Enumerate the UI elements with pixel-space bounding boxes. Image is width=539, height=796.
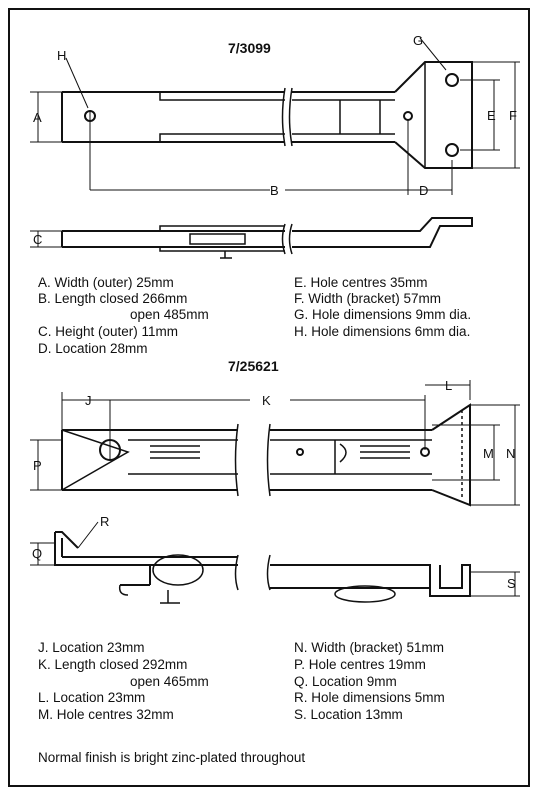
slide-7-3099-side-view bbox=[30, 217, 473, 259]
label-e: E bbox=[487, 108, 496, 123]
spec-item: B. Length closed 266mm bbox=[38, 291, 188, 306]
spec-item: Q. Location 9mm bbox=[294, 674, 397, 689]
spec-item: H. Hole dimensions 6mm dia. bbox=[294, 324, 471, 339]
label-c: C bbox=[33, 232, 42, 247]
slide-7-3099-top-view bbox=[61, 61, 473, 169]
label-q: Q bbox=[32, 546, 42, 561]
label-l: L bbox=[445, 378, 452, 393]
label-s: S bbox=[507, 576, 516, 591]
label-a: A bbox=[33, 110, 42, 125]
slide-7-25621-side-view bbox=[30, 521, 520, 604]
spec-item: R. Hole dimensions 5mm bbox=[294, 690, 445, 705]
dimensions-7-25621 bbox=[30, 380, 520, 506]
label-n: N bbox=[506, 446, 515, 461]
spec-item: S. Location 13mm bbox=[294, 707, 403, 722]
product-code-title: 7/3099 bbox=[228, 40, 271, 56]
label-m: M bbox=[483, 446, 494, 461]
label-b: B bbox=[270, 183, 279, 198]
label-d: D bbox=[419, 183, 428, 198]
label-p: P bbox=[33, 458, 42, 473]
label-k: K bbox=[262, 393, 271, 408]
dimensions-7-3099 bbox=[30, 37, 520, 195]
label-g: G bbox=[413, 33, 423, 48]
spec-item: J. Location 23mm bbox=[38, 640, 145, 655]
spec-item: G. Hole dimensions 9mm dia. bbox=[294, 307, 472, 322]
hole-g-top bbox=[445, 73, 459, 87]
spec-item: D. Location 28mm bbox=[38, 341, 148, 356]
hole-g-bottom bbox=[445, 143, 459, 157]
spec-item: C. Height (outer) 11mm bbox=[38, 324, 179, 339]
spec-item: P. Hole centres 19mm bbox=[294, 657, 426, 672]
label-h: H bbox=[57, 48, 66, 63]
label-f: F bbox=[509, 108, 517, 123]
product-code-title: 7/25621 bbox=[228, 358, 279, 374]
spec-item: N. Width (bracket) 51mm bbox=[294, 640, 445, 655]
slide-7-25621-top-view bbox=[61, 403, 471, 507]
spec-item-continued: open 465mm bbox=[130, 674, 209, 689]
spec-item: F. Width (bracket) 57mm bbox=[294, 291, 442, 306]
spec-item-continued: open 485mm bbox=[130, 307, 209, 322]
spec-item: E. Hole centres 35mm bbox=[294, 275, 428, 290]
spec-item: K. Length closed 292mm bbox=[38, 657, 188, 672]
spec-item: A. Width (outer) 25mm bbox=[38, 275, 174, 290]
label-r: R bbox=[100, 514, 109, 529]
diagram-frame bbox=[8, 8, 530, 787]
finish-note: Normal finish is bright zinc-plated thro… bbox=[38, 750, 306, 765]
spec-item: L. Location 23mm bbox=[38, 690, 146, 705]
spec-item: M. Hole centres 32mm bbox=[38, 707, 174, 722]
label-j: J bbox=[85, 393, 92, 408]
